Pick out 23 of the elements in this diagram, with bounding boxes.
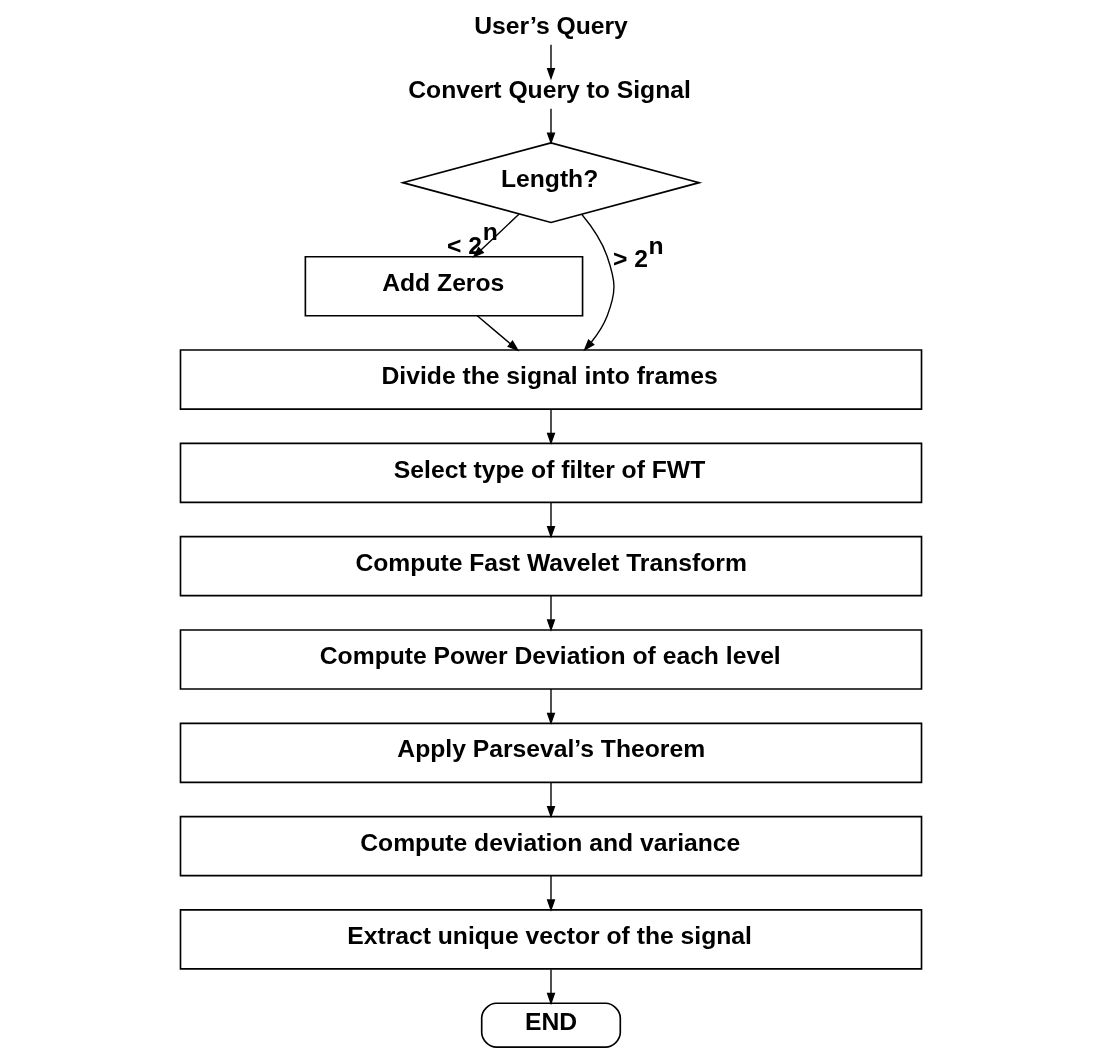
node-text: Convert Query to Signal — [407, 76, 691, 104]
node-box: Divide the signal into frames — [179, 349, 922, 410]
arrow — [580, 213, 615, 352]
node-box: Compute Fast Wavelet Transform — [179, 535, 922, 597]
node-box: Extract unique vector of the signal — [179, 909, 922, 970]
arrow — [546, 688, 555, 726]
arrow — [546, 43, 555, 81]
node-diamond: Length? — [399, 142, 702, 224]
node-box: Compute Power Deviation of each level — [179, 629, 922, 690]
arrow — [546, 108, 555, 145]
node-box: END — [480, 1002, 621, 1048]
arrow — [546, 595, 555, 632]
arrow — [546, 781, 555, 819]
node-box: Compute deviation and variance — [179, 815, 922, 877]
arrow — [546, 968, 555, 1006]
node-box: Apply Parseval’s Theorem — [179, 722, 922, 784]
node-box: Select type of filter of FWT — [179, 442, 922, 504]
node-text: User’s Query — [473, 11, 628, 39]
arrow — [546, 501, 555, 539]
arrow — [546, 408, 555, 446]
arrow — [546, 874, 555, 912]
node-box: Add Zeros — [304, 255, 583, 317]
arrow — [476, 315, 519, 352]
